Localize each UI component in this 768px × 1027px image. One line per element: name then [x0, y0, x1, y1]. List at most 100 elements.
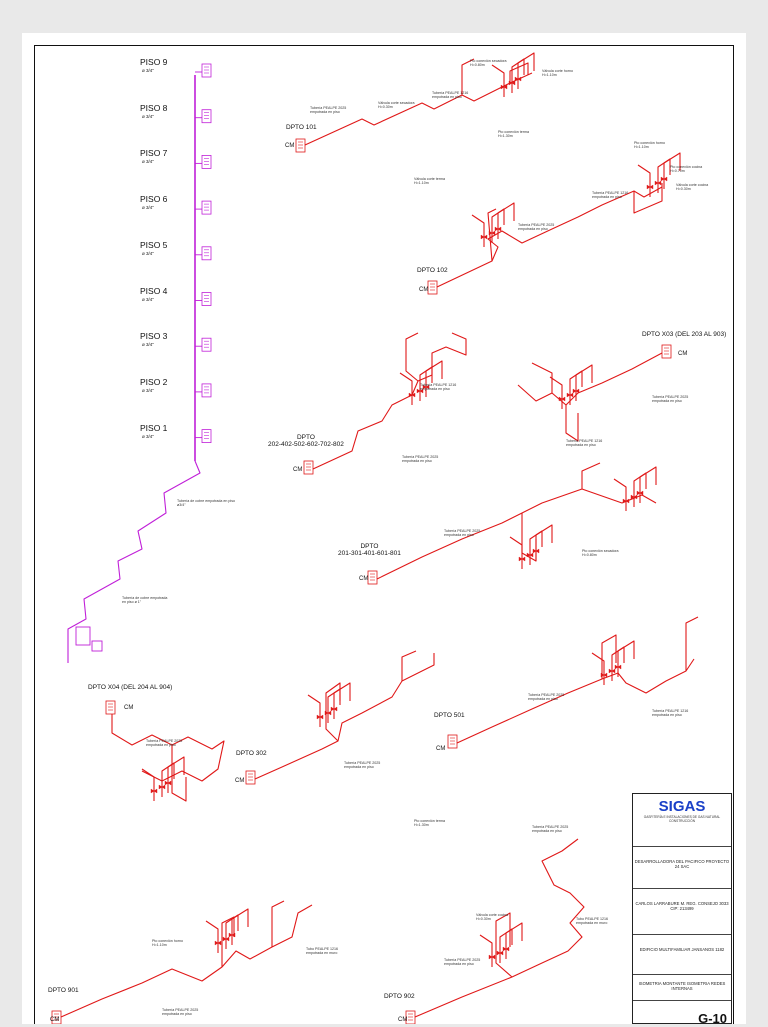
f102-riser-b: [497, 202, 515, 239]
unit-label-302: DPTO 302: [236, 750, 267, 757]
f202-riser-b: [425, 360, 443, 397]
callout-pipe-1216-b: Tubería PEALPE 1216 empotrada en piso: [592, 191, 629, 200]
unit-label-202: DPTO 202-402-502-602-702-802: [268, 434, 344, 448]
floor-diameter-8: ø 3/4": [142, 113, 154, 119]
callout-pipe-2025: Tubería PEALPE 2025 empotrada en piso: [310, 106, 347, 115]
net501-up: [601, 634, 617, 679]
f102b-valve-b: [660, 176, 668, 182]
floor-label-2: PISO 2: [140, 376, 168, 387]
f201-valve-b: [532, 548, 540, 554]
floor-diameter-7: ø 3/4": [142, 159, 154, 165]
riser-meter-7-body: [201, 155, 212, 169]
meter-cm-302: CM: [235, 778, 245, 784]
sheet-code: G-10: [698, 1011, 727, 1027]
callout-pipe-1216-f: Tubería PEALPE 1216 empotrada en piso: [652, 709, 689, 718]
callout-pipe-2025-j: Tubería PEALPE 2025 empotrada en piso: [162, 1008, 199, 1017]
f902-valve-b: [502, 946, 510, 952]
f101-riser-b: [517, 52, 535, 89]
floor-diameter-1: ø 3/4": [142, 433, 154, 439]
floor-diameter-5: ø 3/4": [142, 250, 154, 256]
f102b-riser-c: [637, 164, 651, 197]
f102b-riser-b: [663, 152, 681, 189]
net201-main: [376, 488, 657, 580]
callout-pto-cocina: Pto conexión cocina H=0.70m: [670, 165, 703, 174]
f201b-riser-c: [613, 478, 627, 511]
floor-diameter-9: ø 3/4": [142, 68, 154, 73]
f501-riser-c: [591, 652, 605, 685]
callout-pipe-2025-g: Tubería PEALPE 2025 empotrada en piso: [146, 739, 183, 748]
title-block-client: DESARROLLADORA DEL PACIFICO PROYECTO 24 …: [633, 846, 731, 888]
m202-body: [303, 460, 314, 475]
fx03-valve-b: [572, 388, 580, 394]
fx04-riser-c: [141, 768, 155, 801]
unit-label-x03: DPTO X03 (DEL 203 AL 903): [642, 331, 727, 338]
meter-cm-901: CM: [50, 1017, 60, 1023]
riser-supply: [67, 460, 201, 663]
callout-valve-secadora: Válvula corte secadora H=0.30m: [378, 101, 415, 110]
callout-pto-secadora: Pto conexión secadora H=0.80m: [470, 59, 507, 68]
floor-diameter-6: ø 3/4": [142, 205, 154, 211]
meter-cm-x03: CM: [678, 351, 688, 357]
callout-pto-terma-b: Pto conexión terma H=1.30m: [414, 819, 445, 828]
f102-riser-c: [471, 214, 485, 247]
net501-main: [456, 658, 695, 744]
riser-note-2: Tubería de cobre empotrada en piso ø 1": [122, 596, 168, 605]
riser-meter-8-body: [201, 109, 212, 124]
m902-body: [405, 1010, 416, 1024]
unit-label-102: DPTO 102: [417, 267, 448, 274]
f201-riser-b: [535, 524, 553, 561]
floor-label-1: PISO 1: [140, 422, 168, 433]
title-block: SIGAS GASFITERÍA E INSTALACIONES DE GAS …: [632, 793, 732, 1027]
f202-valve-b: [422, 384, 430, 390]
f501-valve-b: [614, 664, 622, 670]
unit-label-901: DPTO 901: [48, 987, 79, 994]
fx03-valve-c: [558, 396, 566, 402]
callout-pipe-2025-h: Tubería PEALPE 2025 empotrada en piso: [344, 761, 381, 770]
meter-cm-x04: CM: [124, 705, 134, 711]
title-block-footer: G-10: [633, 1000, 731, 1027]
net902-main: [414, 838, 585, 1018]
f902-riser-b: [505, 922, 523, 959]
f101-valve-c: [500, 84, 508, 90]
callout-pipe-2025-e: Tubería PEALPE 2025 empotrada en piso: [444, 529, 481, 538]
floor-diameter-3: ø 3/4": [142, 342, 154, 348]
callout-pto-terma: Pto conexión terma H=1.30m: [498, 130, 529, 139]
unit-label-x04: DPTO X04 (DEL 204 AL 904): [88, 684, 173, 691]
f901-valve-c: [214, 940, 222, 946]
f501-valve-c: [600, 672, 608, 678]
meter-cm-102: CM: [419, 287, 429, 293]
floor-label-8: PISO 8: [140, 102, 168, 113]
f201b-valve-c: [622, 498, 630, 504]
netx03-main: [517, 352, 663, 406]
meter-cm-202: CM: [293, 467, 303, 473]
f201b-riser-b: [639, 466, 657, 503]
floor-label-9: PISO 9: [140, 57, 168, 67]
callout-pipe-2025-d: Tubería PEALPE 2025 empotrada en piso: [652, 395, 689, 404]
meter-cm-201: CM: [359, 576, 369, 582]
riser-base-valve: [91, 640, 103, 652]
fx04-valve-b: [164, 780, 172, 786]
riser-note-1: Tubería de cobre empotrada en piso ø3/4": [177, 499, 236, 508]
callout-pipe-1216-d: Tubería PEALPE 1216 empotrada en piso: [566, 439, 603, 448]
meter-cm-101: CM: [285, 143, 295, 149]
f302-riser-c: [307, 694, 321, 727]
f202-valve-c: [408, 392, 416, 398]
m501-body: [447, 734, 458, 749]
net101-up: [461, 58, 475, 95]
f901-riser-c: [205, 920, 219, 953]
netx04-main: [111, 714, 225, 782]
net902-up: [495, 912, 513, 978]
callout-valve-horno: Válvula corte horno H=1.10m: [542, 69, 573, 78]
callout-pipe-2025-k: Tubería PEALPE 2025 empotrada en piso: [444, 958, 481, 967]
callout-pto-secadora-b: Pto conexión secadora H=0.80m: [582, 549, 619, 558]
callout-pipe-1216-c: Tubería PEALPE 1216 empotrada en piso: [420, 383, 457, 392]
riser-base-box: [75, 626, 91, 646]
title-block-drawing-name: ISOMETRIA MONTANTE ISOMETRIA REDES INTER…: [633, 974, 731, 1000]
unit-label-902: DPTO 902: [384, 993, 415, 1000]
f101-valve-b: [514, 76, 522, 82]
f201b-valve-b: [636, 490, 644, 496]
net102-loop: [633, 183, 663, 214]
drawing-frame: [34, 45, 734, 1024]
callout-pipe-2025-f: Tubería PEALPE 2025 empotrada en piso: [528, 693, 565, 702]
